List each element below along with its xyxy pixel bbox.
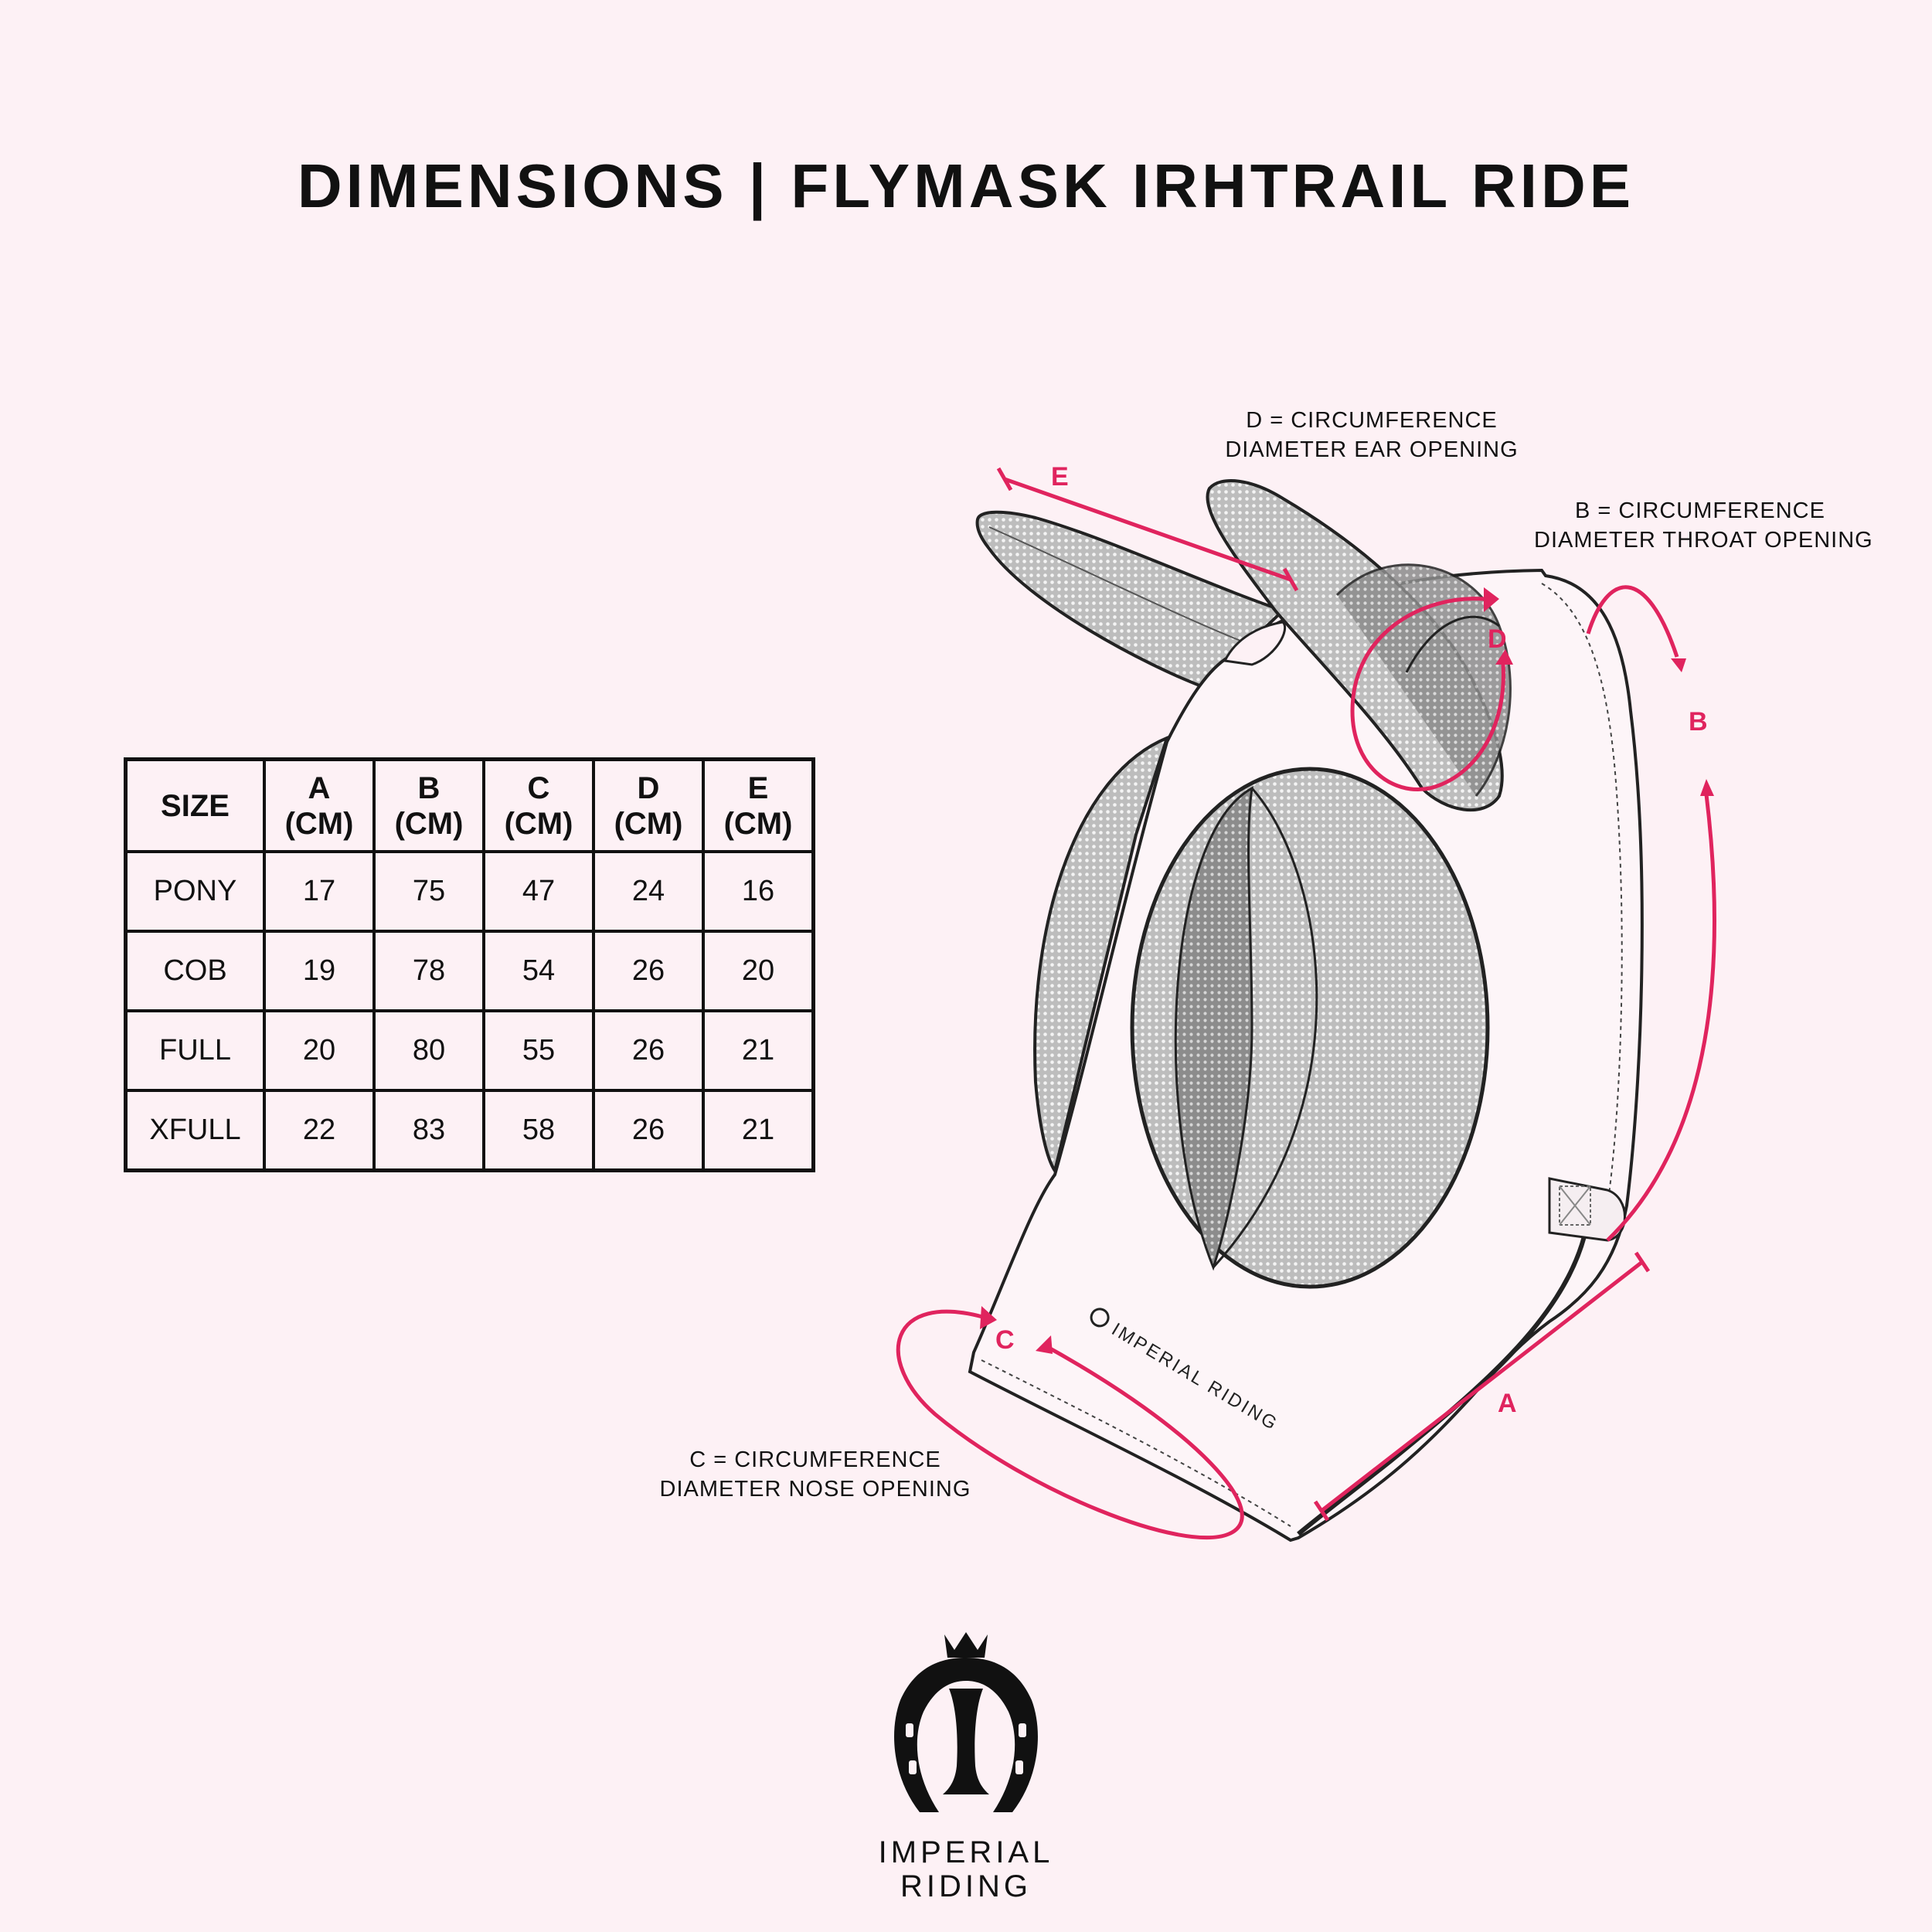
logo-line2: RIDING — [900, 1869, 1032, 1903]
label-d: D — [1488, 624, 1507, 654]
table-cell: XFULL — [124, 1089, 266, 1172]
annotation-c: C = CIRCUMFERENCE DIAMETER NOSE OPENING — [659, 1447, 971, 1502]
table-cell: 22 — [263, 1089, 376, 1172]
header-e: E(CM) — [702, 757, 815, 853]
header-d: D(CM) — [592, 757, 705, 853]
header-c: C(CM) — [482, 757, 595, 853]
table-row: XFULL 22 83 58 26 21 — [124, 1089, 815, 1172]
table-cell: 58 — [482, 1089, 595, 1172]
table-cell: 16 — [702, 850, 815, 933]
page-title: DIMENSIONS | FLYMASK IRHTRAIL RIDE — [297, 151, 1635, 220]
table-cell: 83 — [372, 1089, 485, 1172]
table-cell: 75 — [372, 850, 485, 933]
table-row: COB 19 78 54 26 20 — [124, 930, 815, 1012]
header-a: A(CM) — [263, 757, 376, 853]
table-cell: 26 — [592, 930, 705, 1012]
table-cell: 19 — [263, 930, 376, 1012]
label-a: A — [1498, 1389, 1517, 1418]
table-cell: 47 — [482, 850, 595, 933]
table-cell: 78 — [372, 930, 485, 1012]
brand-logo: IMPERIAL RIDING — [873, 1623, 1059, 1903]
label-b: B — [1689, 707, 1708, 736]
label-c: C — [995, 1325, 1015, 1355]
table-cell: 17 — [263, 850, 376, 933]
table-cell: 24 — [592, 850, 705, 933]
table-cell: 26 — [592, 1009, 705, 1092]
flymask-diagram: IMPERIAL RIDING — [896, 467, 1716, 1543]
table-cell: 21 — [702, 1009, 815, 1092]
table-cell: FULL — [124, 1009, 266, 1092]
table-cell: COB — [124, 930, 266, 1012]
table-cell: 20 — [702, 930, 815, 1012]
header-size: SIZE — [124, 757, 266, 853]
size-table: SIZE A(CM) B(CM) C(CM) D(CM) E(CM) PONY … — [124, 757, 815, 1172]
far-eye-mesh — [1033, 735, 1170, 1175]
table-header-row: SIZE A(CM) B(CM) C(CM) D(CM) E(CM) — [124, 757, 815, 853]
table-cell: 80 — [372, 1009, 485, 1092]
table-cell: 54 — [482, 930, 595, 1012]
right-ear — [1206, 479, 1504, 812]
table-cell: 55 — [482, 1009, 595, 1092]
table-row: FULL 20 80 55 26 21 — [124, 1009, 815, 1092]
table-cell: PONY — [124, 850, 266, 933]
table-cell: 21 — [702, 1089, 815, 1172]
table-row: PONY 17 75 47 24 16 — [124, 850, 815, 933]
horseshoe-logo-icon — [894, 1632, 1038, 1812]
logo-line1: IMPERIAL — [878, 1835, 1054, 1869]
table-cell: 20 — [263, 1009, 376, 1092]
label-e: E — [1051, 462, 1069, 492]
header-b: B(CM) — [372, 757, 485, 853]
annotation-d: D = CIRCUMFERENCE DIAMETER EAR OPENING — [1225, 408, 1519, 462]
table-cell: 26 — [592, 1089, 705, 1172]
annotation-b: B = CIRCUMFERENCE DIAMETER THROAT OPENIN… — [1534, 498, 1873, 553]
